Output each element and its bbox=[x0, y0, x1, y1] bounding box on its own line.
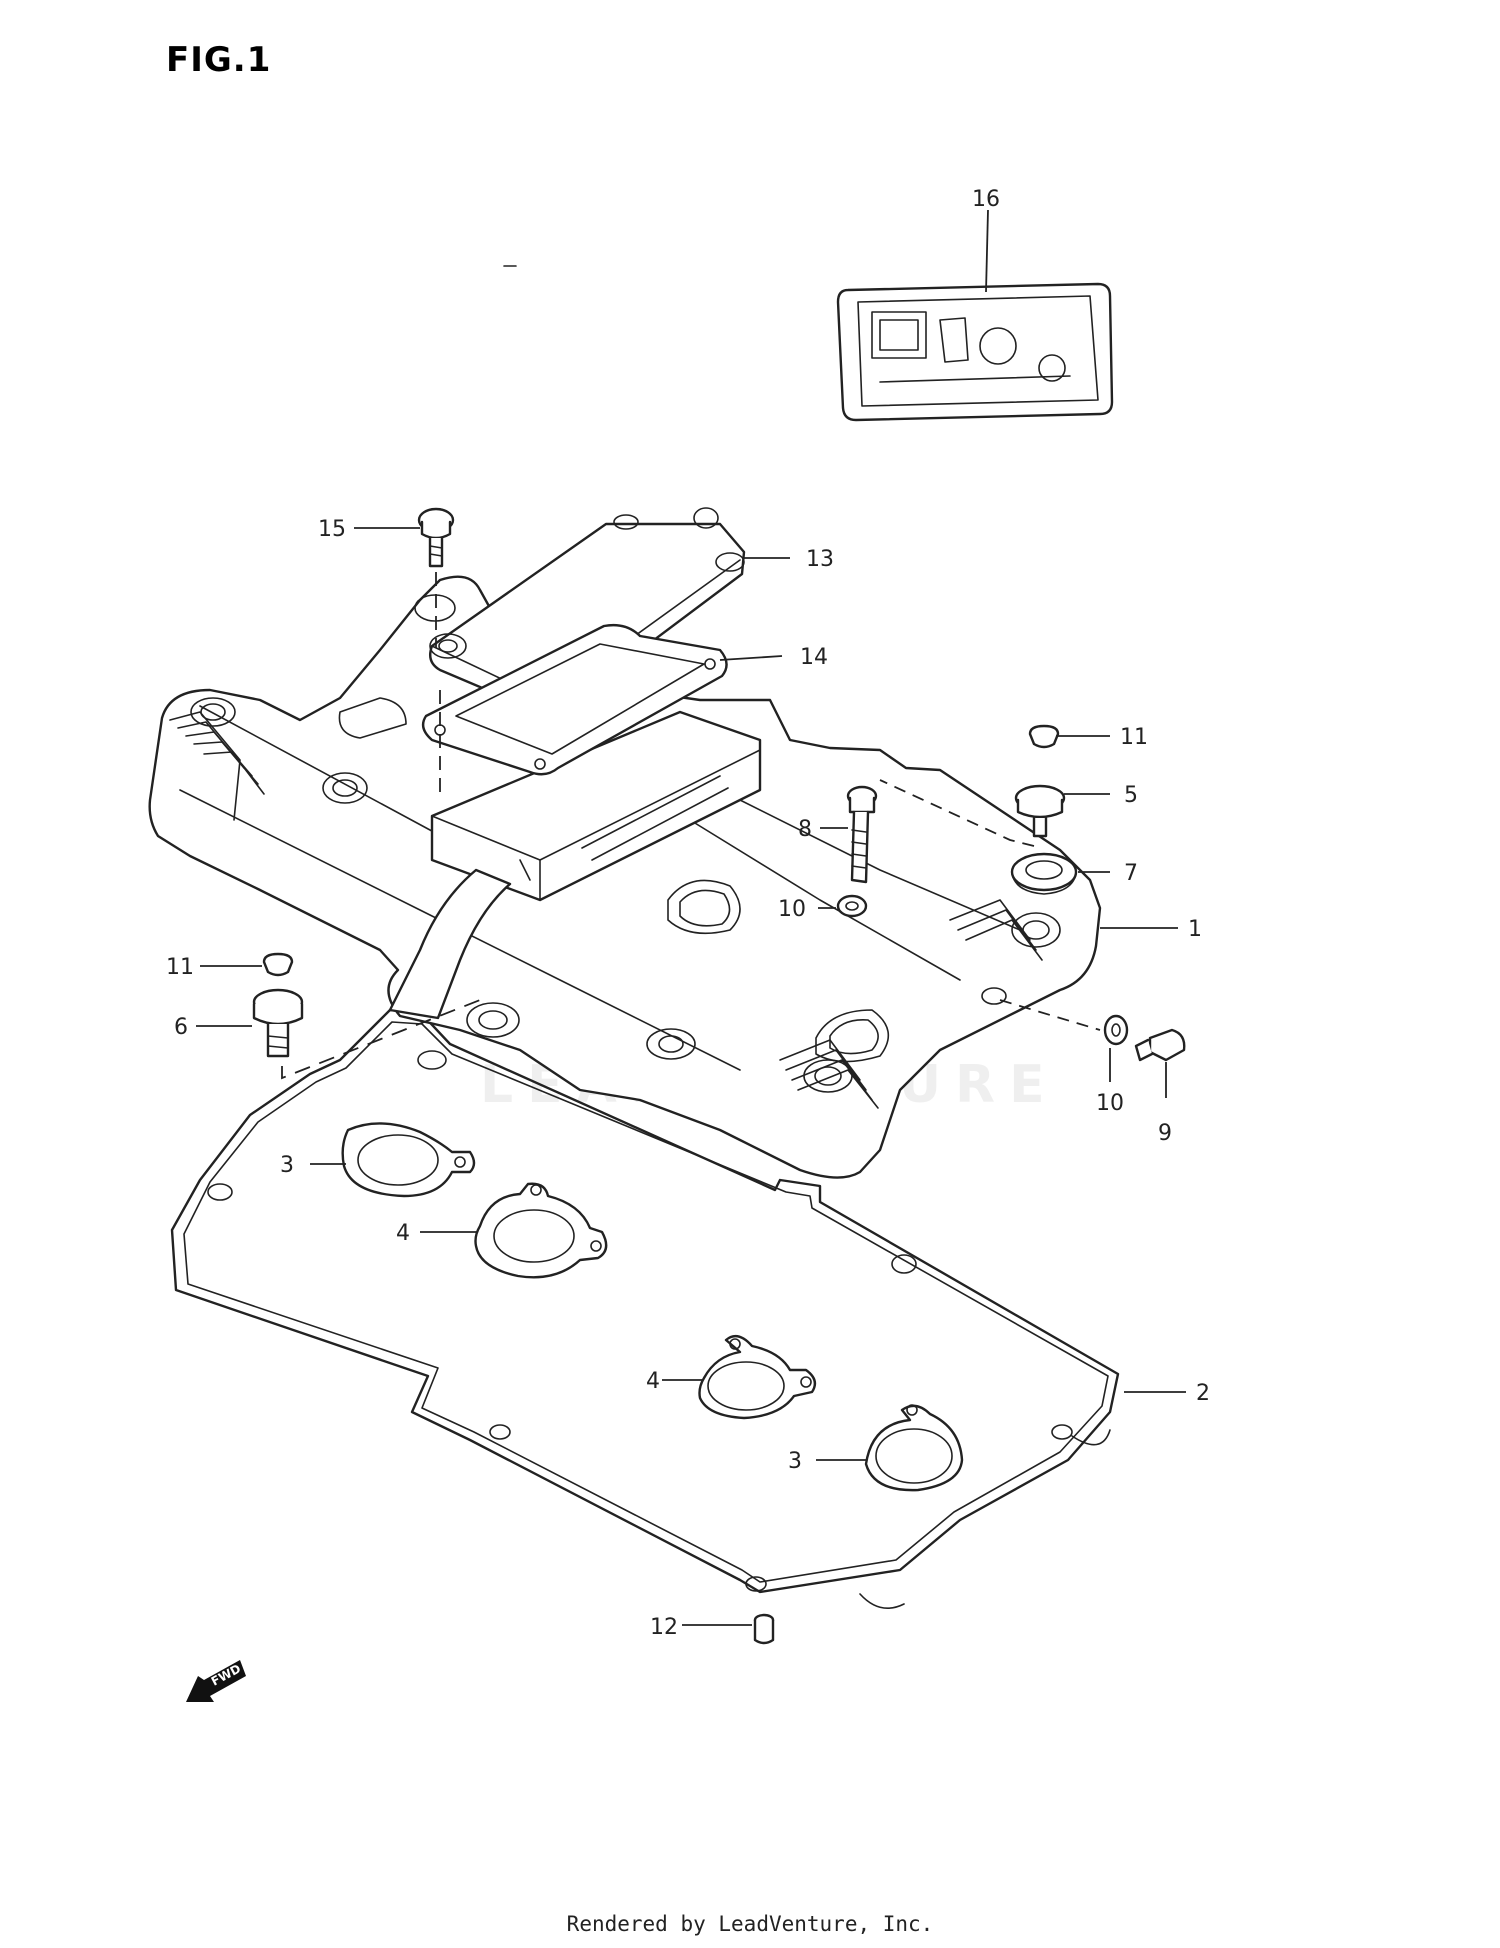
callout-12: 12 bbox=[650, 1615, 678, 1640]
callout-6: 6 bbox=[174, 1015, 188, 1040]
part-11-cap-left[interactable] bbox=[262, 952, 294, 977]
callout-1: 1 bbox=[1188, 917, 1202, 942]
part-2-head-cover-gasket[interactable] bbox=[170, 1008, 1120, 1610]
callout-7: 7 bbox=[1124, 861, 1138, 886]
part-6-bolt[interactable] bbox=[252, 988, 304, 1058]
part-8-bolt[interactable] bbox=[846, 785, 878, 884]
part-11-cap-right[interactable] bbox=[1028, 724, 1060, 749]
part-12-dowel-pin[interactable] bbox=[753, 1613, 775, 1645]
callout-14: 14 bbox=[800, 645, 828, 670]
callout-numbers: 16 15 13 14 11 5 7 1 8 10 10 9 11 6 3 4 … bbox=[166, 187, 1210, 1640]
part-1-cylinder-head-cover[interactable] bbox=[148, 575, 1102, 1274]
callout-15: 15 bbox=[318, 517, 346, 542]
figure-title: FIG.1 bbox=[166, 40, 272, 80]
part-14-breather-cover-gasket[interactable] bbox=[421, 623, 728, 776]
callout-11-left: 11 bbox=[166, 955, 194, 980]
callout-10-lower: 10 bbox=[1096, 1091, 1124, 1116]
callout-4-upper: 4 bbox=[396, 1221, 410, 1246]
callout-5: 5 bbox=[1124, 783, 1138, 808]
part-5-bolt[interactable] bbox=[1014, 784, 1066, 838]
part-3-plug-gasket-upper[interactable] bbox=[341, 1122, 476, 1198]
fwd-arrow-icon: FWD bbox=[186, 1660, 246, 1702]
callout-16: 16 bbox=[972, 187, 1000, 212]
part-3-plug-gasket-lower[interactable] bbox=[864, 1404, 964, 1492]
part-4-plug-gasket-lower[interactable] bbox=[698, 1334, 817, 1420]
part-15-bolt[interactable] bbox=[417, 507, 455, 568]
callout-2: 2 bbox=[1196, 1381, 1210, 1406]
callout-11-right: 11 bbox=[1120, 725, 1148, 750]
callout-8: 8 bbox=[798, 817, 812, 842]
callout-13: 13 bbox=[806, 547, 834, 572]
part-9-bolt[interactable] bbox=[1134, 1028, 1186, 1062]
assembly-guide-lines bbox=[281, 572, 1101, 1080]
leader-lines bbox=[196, 209, 1186, 1626]
footer-credit: Rendered by LeadVenture, Inc. bbox=[566, 1912, 934, 1936]
callout-10-upper: 10 bbox=[778, 897, 806, 922]
part-10-washer-upper[interactable] bbox=[836, 894, 868, 918]
part-4-plug-gasket-upper[interactable] bbox=[474, 1182, 608, 1279]
part-7-grommet[interactable] bbox=[1010, 852, 1078, 895]
callout-3-lower: 3 bbox=[788, 1449, 802, 1474]
callout-9: 9 bbox=[1158, 1121, 1172, 1146]
part-10-washer-lower[interactable] bbox=[1103, 1014, 1129, 1046]
part-16-gasket-set[interactable] bbox=[836, 282, 1114, 422]
callout-4-lower: 4 bbox=[646, 1369, 660, 1394]
callout-3-upper: 3 bbox=[280, 1153, 294, 1178]
